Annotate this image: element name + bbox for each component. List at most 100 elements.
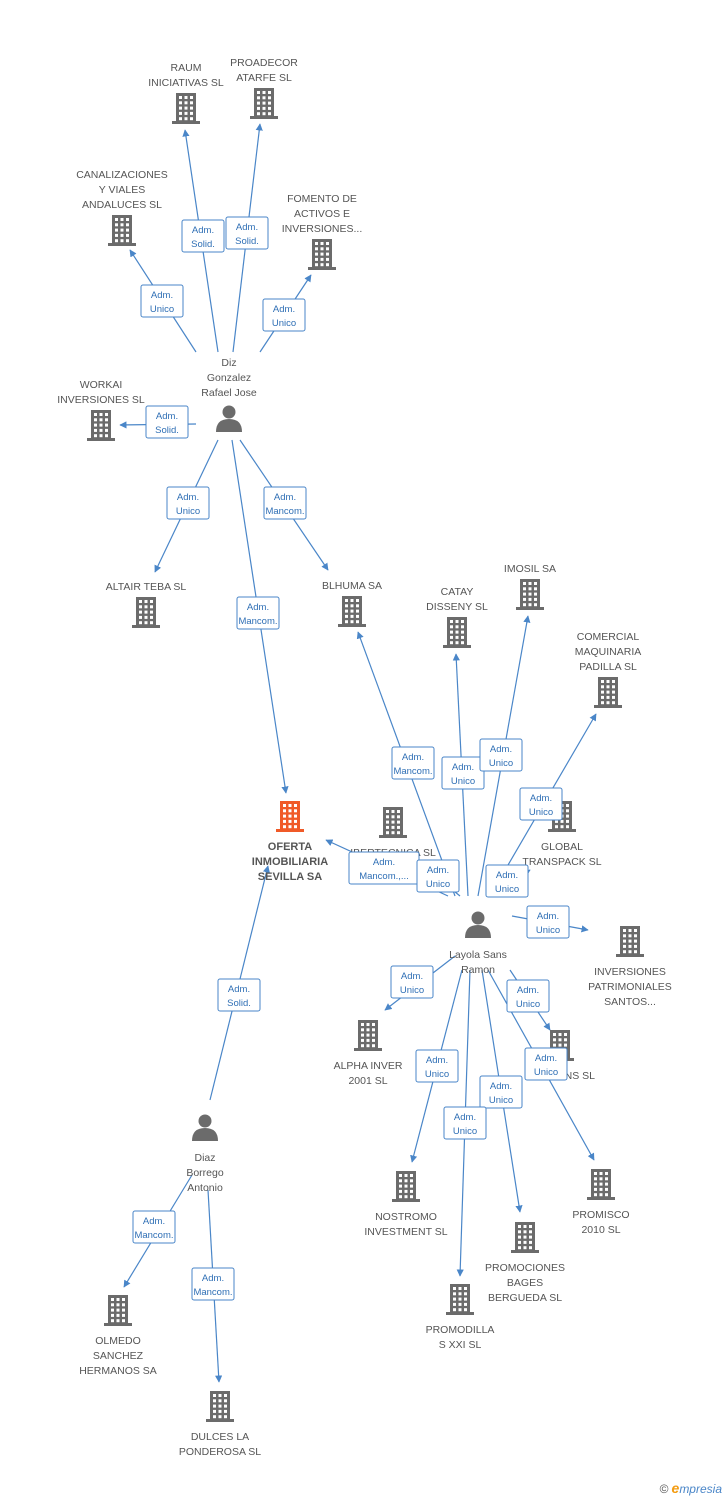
edge-label-text: Mancom. — [238, 616, 277, 627]
building-window — [356, 599, 359, 602]
edge-label-diz-raum[interactable]: Adm.Solid. — [181, 219, 225, 253]
building-window — [391, 810, 395, 813]
node-inversiones[interactable]: INVERSIONESPATRIMONIALESSANTOS... — [588, 926, 672, 1008]
building-window — [628, 944, 632, 948]
edge-label-layola-blhuma[interactable]: Adm.Mancom. — [391, 746, 435, 780]
edge-label-layola-alpha[interactable]: Adm.Unico — [390, 965, 434, 999]
building-window — [179, 106, 182, 110]
building-window — [144, 605, 148, 609]
building-window — [366, 1044, 370, 1048]
edge-label-diz-blhuma[interactable]: Adm.Mancom. — [263, 486, 307, 520]
edge-label-layola-oferta[interactable]: Adm.Mancom.,... — [348, 851, 420, 885]
building-window — [599, 1172, 603, 1175]
building-window — [320, 263, 324, 267]
building-base — [446, 1312, 474, 1315]
building-base — [172, 121, 200, 124]
building-window — [326, 252, 329, 256]
building-window — [461, 641, 464, 645]
edge-label-layola-global[interactable]: Adm.Unico — [485, 864, 529, 898]
edge-label-layola-promisco[interactable]: Adm.Unico — [524, 1047, 568, 1081]
building-window — [634, 944, 637, 948]
building-base — [392, 1199, 420, 1202]
edge-label-diz-proadecor[interactable]: Adm.Solid. — [225, 216, 269, 250]
edge-label-diz-fomento[interactable]: Adm.Unico — [262, 298, 306, 332]
building-window — [105, 413, 108, 416]
building-window — [458, 1292, 462, 1296]
building-window — [594, 1193, 597, 1197]
building-window — [122, 1298, 125, 1301]
building-window — [184, 101, 188, 105]
edge-label-layola-nostromo[interactable]: Adm.Unico — [415, 1049, 459, 1083]
building-window — [120, 218, 124, 221]
edge-label-text: Solid. — [227, 998, 251, 1009]
edge-label-text: Adm. — [177, 492, 199, 503]
building-window — [599, 1193, 603, 1197]
building-window — [523, 592, 526, 596]
building-window — [534, 603, 537, 607]
node-blhuma[interactable]: BLHUMA SA — [322, 580, 382, 627]
edge-label-diaz-dulces[interactable]: Adm.Mancom. — [191, 1267, 235, 1301]
edge-label-text: Adm. — [192, 225, 214, 236]
edge-label-layola-comercial[interactable]: Adm.Unico — [519, 787, 563, 821]
edge-label-diaz-oferta[interactable]: Adm.Solid. — [217, 978, 261, 1012]
edge-label-layola-promociones[interactable]: Adm.Unico — [479, 1075, 523, 1109]
node-ibertecnica[interactable]: IBERTECNICA SL — [350, 807, 436, 859]
node-label: PADILLA SL — [579, 661, 637, 673]
building-window — [120, 223, 124, 227]
building-window — [523, 1246, 527, 1250]
building-window — [283, 825, 286, 829]
edge-label-layola-ibertecnica[interactable]: Adm.Unico — [416, 859, 460, 893]
edge-label-layola-imosil[interactable]: Adm.Unico — [479, 738, 523, 772]
node-imosil[interactable]: IMOSIL SA — [504, 563, 556, 610]
edge-label-box — [390, 965, 434, 999]
building-window — [139, 615, 142, 619]
building-window — [320, 242, 324, 245]
building-window — [594, 1172, 597, 1175]
edge-label-layola-inversiones[interactable]: Adm.Unico — [526, 905, 570, 939]
edge-label-box — [479, 1075, 523, 1109]
building-window — [528, 603, 532, 607]
building-window — [356, 614, 359, 618]
edge-label-diaz-olmedo[interactable]: Adm.Mancom. — [132, 1210, 176, 1244]
edge-label-diz-altair[interactable]: Adm.Unico — [166, 486, 210, 520]
edge-label-diz-workai[interactable]: Adm.Solid. — [145, 405, 189, 439]
building-window — [560, 825, 564, 829]
edge-label-text: Unico — [534, 1067, 558, 1078]
edge-label-layola-gestions[interactable]: Adm.Unico — [506, 979, 550, 1013]
building-window — [356, 604, 359, 608]
building-window — [399, 1195, 402, 1199]
edge-label-layola-promodilla[interactable]: Adm.Unico — [443, 1106, 487, 1140]
edge-label-diz-canalizaciones[interactable]: Adm.Unico — [140, 284, 184, 318]
building-window — [372, 1033, 375, 1037]
building-window — [566, 814, 569, 818]
building-window — [523, 1225, 527, 1228]
edge-label-diz-oferta[interactable]: Adm.Mancom. — [236, 596, 280, 630]
node-label: Antonio — [187, 1182, 223, 1194]
node-altair[interactable]: ALTAIR TEBA SL — [106, 581, 187, 628]
building-window — [523, 582, 526, 585]
edge-label-layola-catay[interactable]: Adm.Unico — [441, 756, 485, 790]
building-window — [560, 819, 564, 823]
building-base — [308, 267, 336, 270]
building-window — [139, 621, 142, 625]
